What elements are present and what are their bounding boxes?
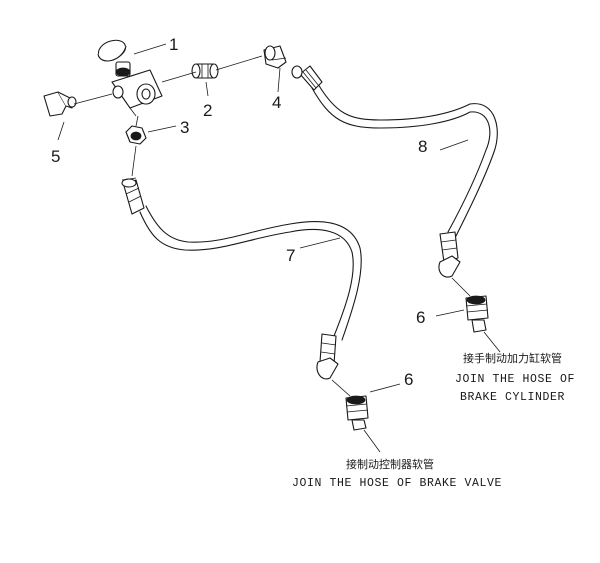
label-part-4: 4 — [272, 93, 281, 112]
part-1-hand-brake-valve — [97, 39, 163, 117]
label-part-1: 1 — [169, 35, 178, 54]
hose-7-bottom-fitting — [316, 333, 339, 380]
part-3-nut — [125, 125, 147, 145]
hose-8 — [311, 83, 498, 237]
part-4-elbow-fitting — [263, 45, 287, 69]
label-part-6-lower: 6 — [404, 370, 413, 389]
caption-brake-valve-en: JOIN THE HOSE OF BRAKE VALVE — [292, 477, 502, 490]
label-part-2: 2 — [203, 101, 212, 120]
hose-8-top-fitting — [291, 65, 323, 91]
caption-brake-cylinder-en-2: BRAKE CYLINDER — [460, 391, 565, 404]
part-5-bent-fitting — [43, 91, 77, 117]
caption-brake-cylinder-en-1: JOIN THE HOSE OF — [455, 373, 575, 386]
label-part-6-right: 6 — [416, 308, 425, 327]
part-2-fitting — [191, 63, 219, 79]
label-part-3: 3 — [180, 118, 189, 137]
label-part-8: 8 — [418, 137, 427, 156]
hose-8-bottom-fitting — [438, 231, 461, 278]
label-part-5: 5 — [51, 147, 60, 166]
leader-lines — [57, 43, 469, 393]
part-6-connector-right — [465, 295, 489, 333]
assembly-axes — [73, 55, 501, 453]
caption-brake-cylinder-cn: 接手制动加力缸软管 — [463, 351, 562, 365]
hose-7 — [139, 205, 362, 341]
part-6-connector-lower — [345, 395, 369, 431]
caption-brake-valve-cn: 接制动控制器软管 — [346, 457, 434, 471]
label-part-7: 7 — [286, 246, 295, 265]
hose-7-top-fitting — [121, 177, 145, 215]
